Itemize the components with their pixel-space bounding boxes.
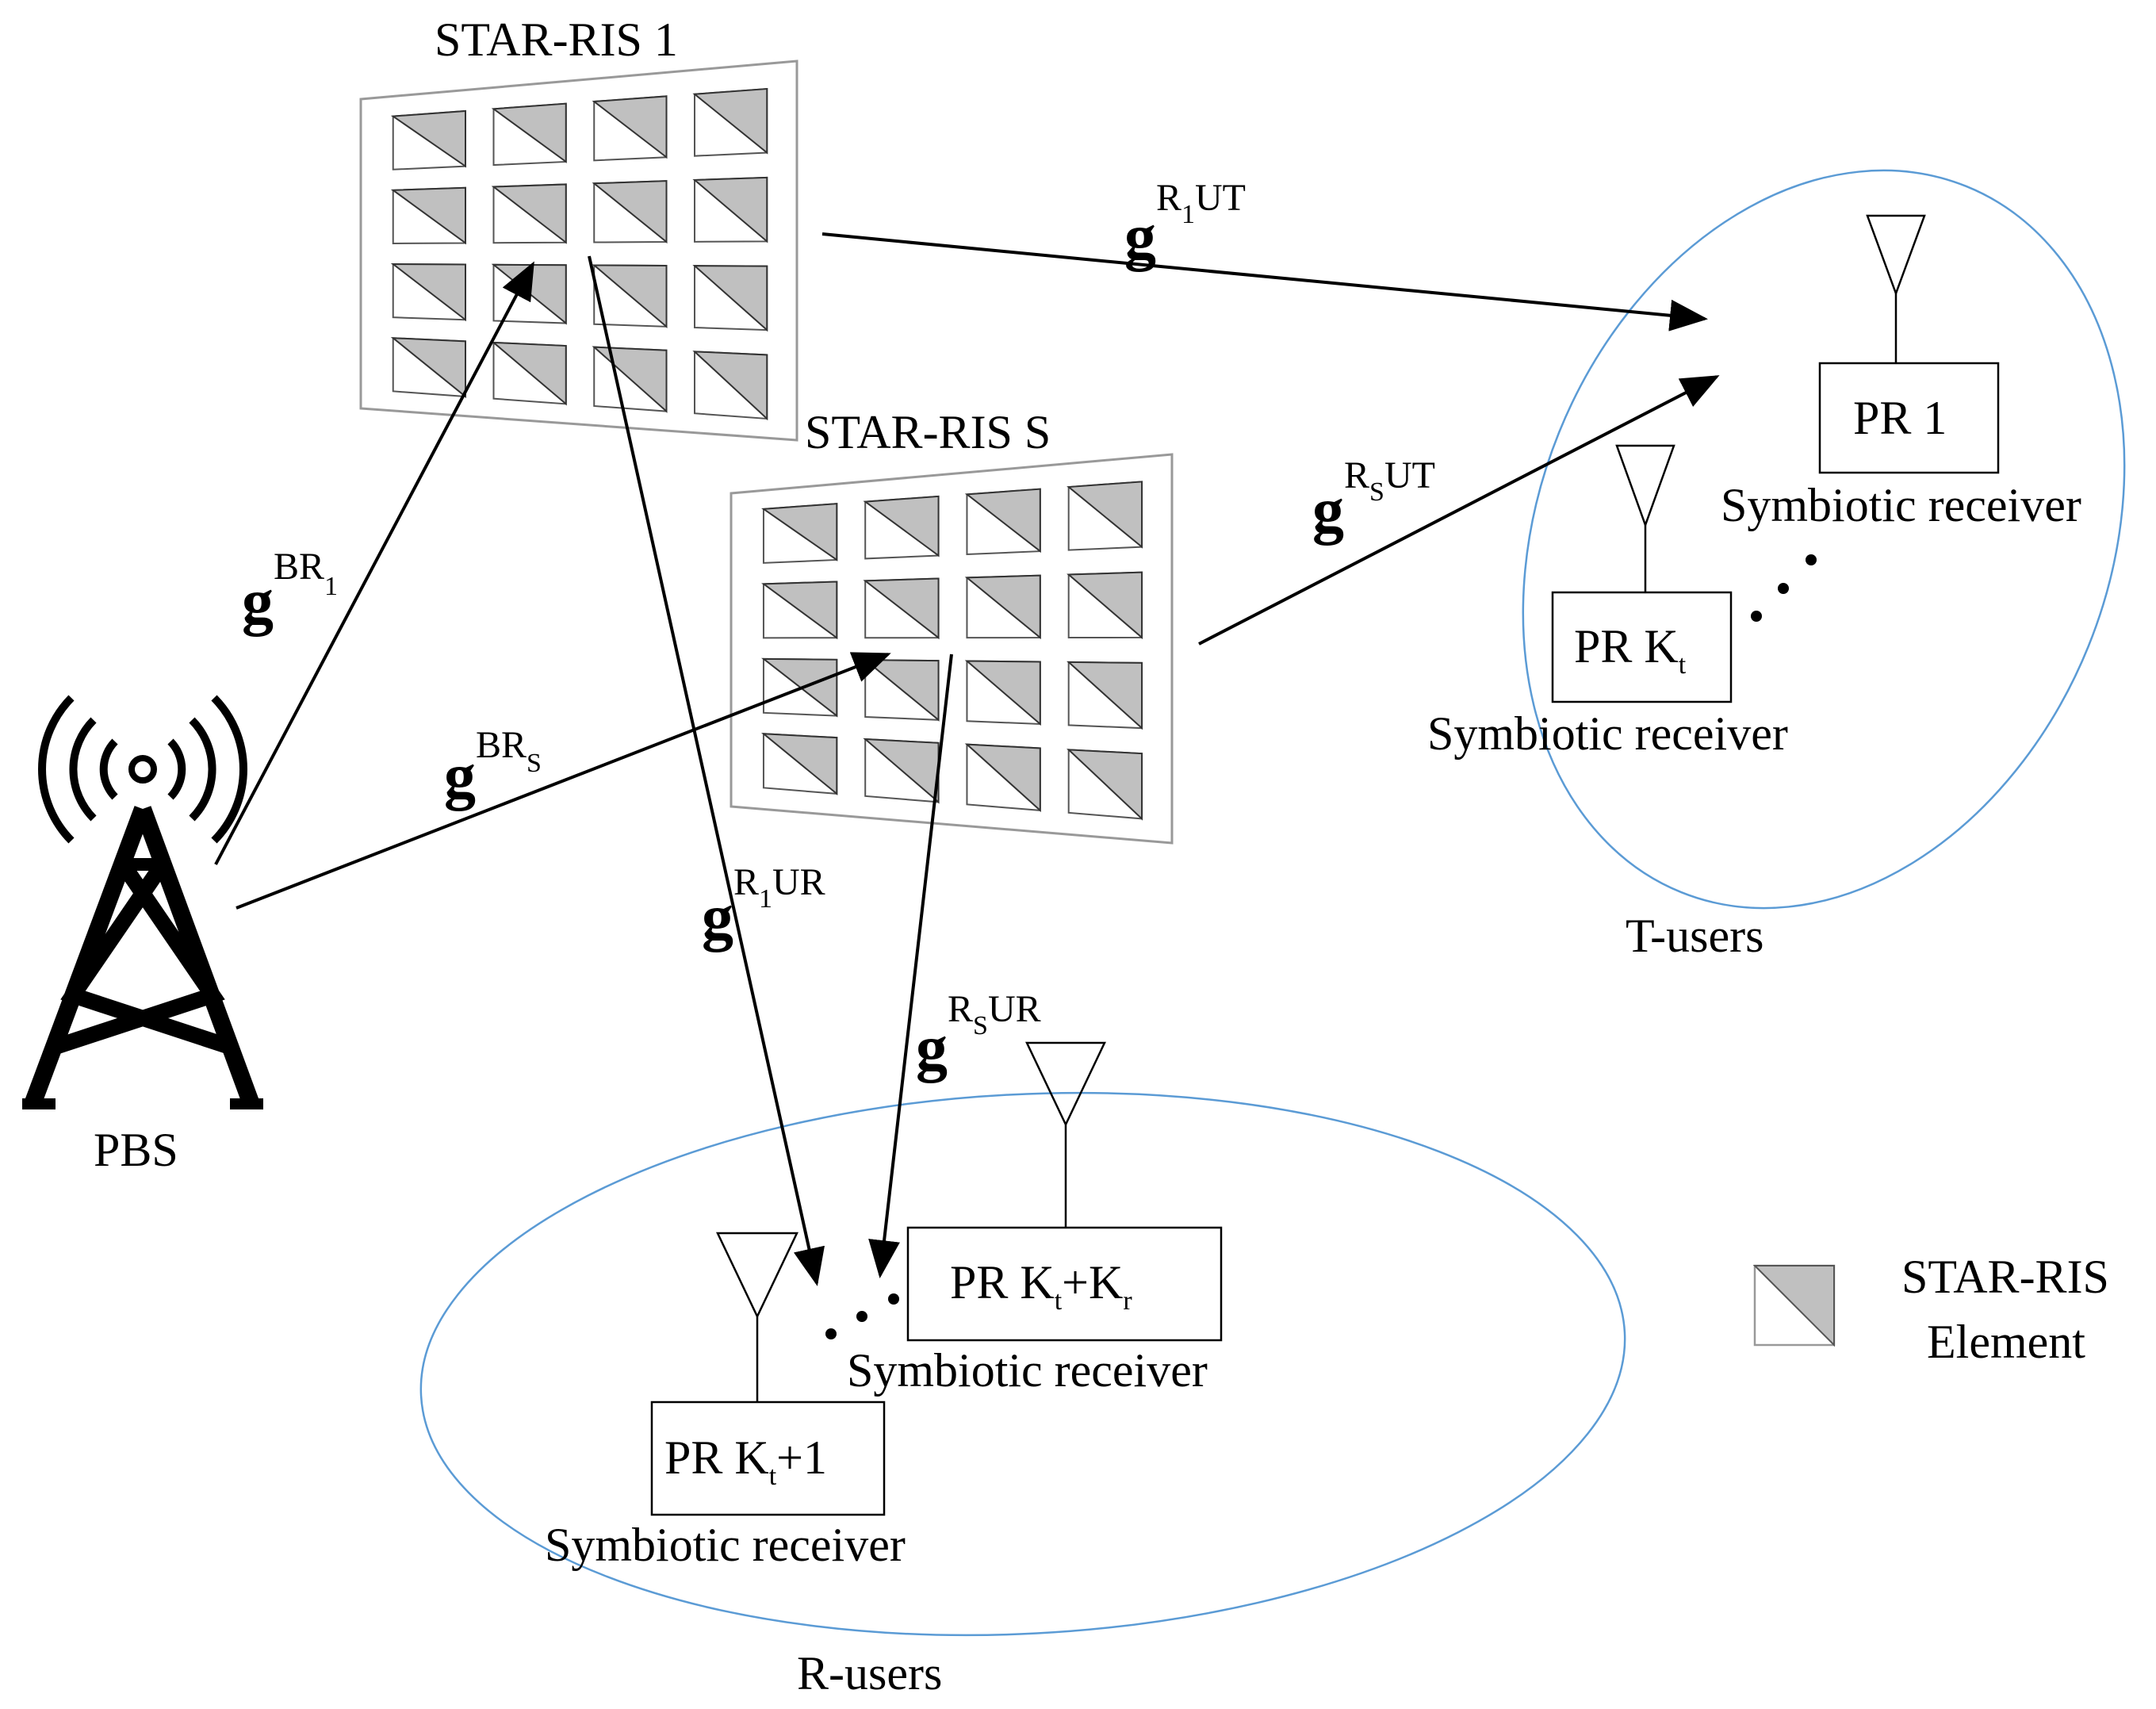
pr-kt-caption: Symbiotic receiver xyxy=(1427,707,1788,760)
pbs-tower-icon xyxy=(22,695,263,1109)
star-ris-element-shade xyxy=(692,176,768,243)
antenna-icon xyxy=(716,1232,798,1402)
star-ris-1-panel xyxy=(359,59,798,442)
label-g-r1ur: gR1UR xyxy=(702,861,825,952)
t-users-ellipse xyxy=(1522,169,2126,910)
star-ris-element-shade xyxy=(863,495,940,558)
pr-kt-plus-kr-caption: Symbiotic receiver xyxy=(847,1344,1208,1397)
pr-1-caption: Symbiotic receiver xyxy=(1721,479,2081,531)
antenna-icon xyxy=(1025,1041,1106,1228)
arrow-rs-ur xyxy=(868,653,953,1278)
pr-kt-plus-kr-label: PR Kt+Kr xyxy=(950,1256,1132,1316)
label-g-rsut: gRSUT xyxy=(1312,454,1435,546)
label-g-r1ut: gR1UT xyxy=(1124,177,1246,272)
star-ris-element-shade xyxy=(692,87,768,155)
t-users-ellipsis xyxy=(1751,554,1817,622)
star-ris-1-elements xyxy=(390,87,768,421)
star-ris-element-shade xyxy=(1067,749,1143,821)
pr-1-label: PR 1 xyxy=(1853,392,1947,444)
pr-1-box xyxy=(1818,362,2000,474)
label-g-br1: gBR1 xyxy=(242,546,338,637)
arrow-rs-ut xyxy=(1198,375,1720,646)
star-ris-element-shade xyxy=(390,263,467,322)
r-users-ellipse xyxy=(419,1091,1626,1637)
star-ris-element-shade xyxy=(1067,661,1143,730)
star-ris-element-shade xyxy=(761,581,838,640)
star-ris-element-shade xyxy=(964,488,1041,554)
star-ris-s-panel xyxy=(730,453,1174,845)
legend-label-line-2: Element xyxy=(1927,1316,2085,1368)
star-ris-element-shade xyxy=(592,180,668,244)
star-ris-element-shade xyxy=(390,186,467,245)
pr-kt-plus-1-box xyxy=(650,1401,886,1516)
star-ris-element-shade xyxy=(1067,571,1143,640)
star-ris-element-shade xyxy=(390,109,467,168)
star-ris-element-shade xyxy=(390,337,467,399)
star-ris-element-shade xyxy=(692,265,768,332)
star-ris-element-shade xyxy=(491,183,567,244)
star-ris-s-elements xyxy=(760,481,1143,821)
star-ris-element-shade xyxy=(491,102,567,163)
label-g-brs: gBRS xyxy=(444,724,542,811)
antenna-icon xyxy=(1615,444,1675,592)
pr-kt-plus-1-label: PR Kt+1 xyxy=(664,1431,827,1491)
pr-kt-label: PR Kt xyxy=(1574,620,1687,680)
r-users-ellipsis xyxy=(825,1293,899,1339)
t-users-label: T-users xyxy=(1626,910,1763,962)
star-ris-element-shade xyxy=(964,660,1041,726)
antenna-icon xyxy=(1866,214,1926,363)
arrow-r1-ur xyxy=(588,255,825,1286)
pbs-label: PBS xyxy=(94,1124,178,1176)
star-ris-1-title: STAR-RIS 1 xyxy=(435,13,678,66)
star-ris-element-shade xyxy=(863,577,940,640)
star-ris-element-shade xyxy=(760,733,838,796)
arrow-b-rs xyxy=(236,652,891,910)
star-ris-element-shade xyxy=(964,743,1041,813)
arrow-b-r1 xyxy=(214,261,534,865)
pr-kt-box xyxy=(1551,591,1733,703)
pr-kt-plus-kr-box xyxy=(906,1226,1223,1342)
r-users-label: R-users xyxy=(797,1647,942,1699)
star-ris-element-shade xyxy=(761,503,838,561)
arrow-r1-ut xyxy=(821,232,1708,331)
legend-label-line-1: STAR-RIS xyxy=(1901,1251,2109,1303)
star-ris-element-shade xyxy=(1067,481,1143,549)
star-ris-s-title: STAR-RIS S xyxy=(805,406,1051,458)
star-ris-element-legend-icon xyxy=(1752,1264,1836,1347)
pr-kt-plus-1-caption: Symbiotic receiver xyxy=(545,1519,906,1571)
label-g-rsur: gRSUR xyxy=(916,988,1041,1083)
star-ris-element-shade xyxy=(964,574,1041,640)
star-ris-element-shade xyxy=(592,264,668,329)
star-ris-element-shade xyxy=(491,341,567,406)
star-ris-element-shade xyxy=(592,95,668,159)
star-ris-element-shade xyxy=(692,351,768,421)
